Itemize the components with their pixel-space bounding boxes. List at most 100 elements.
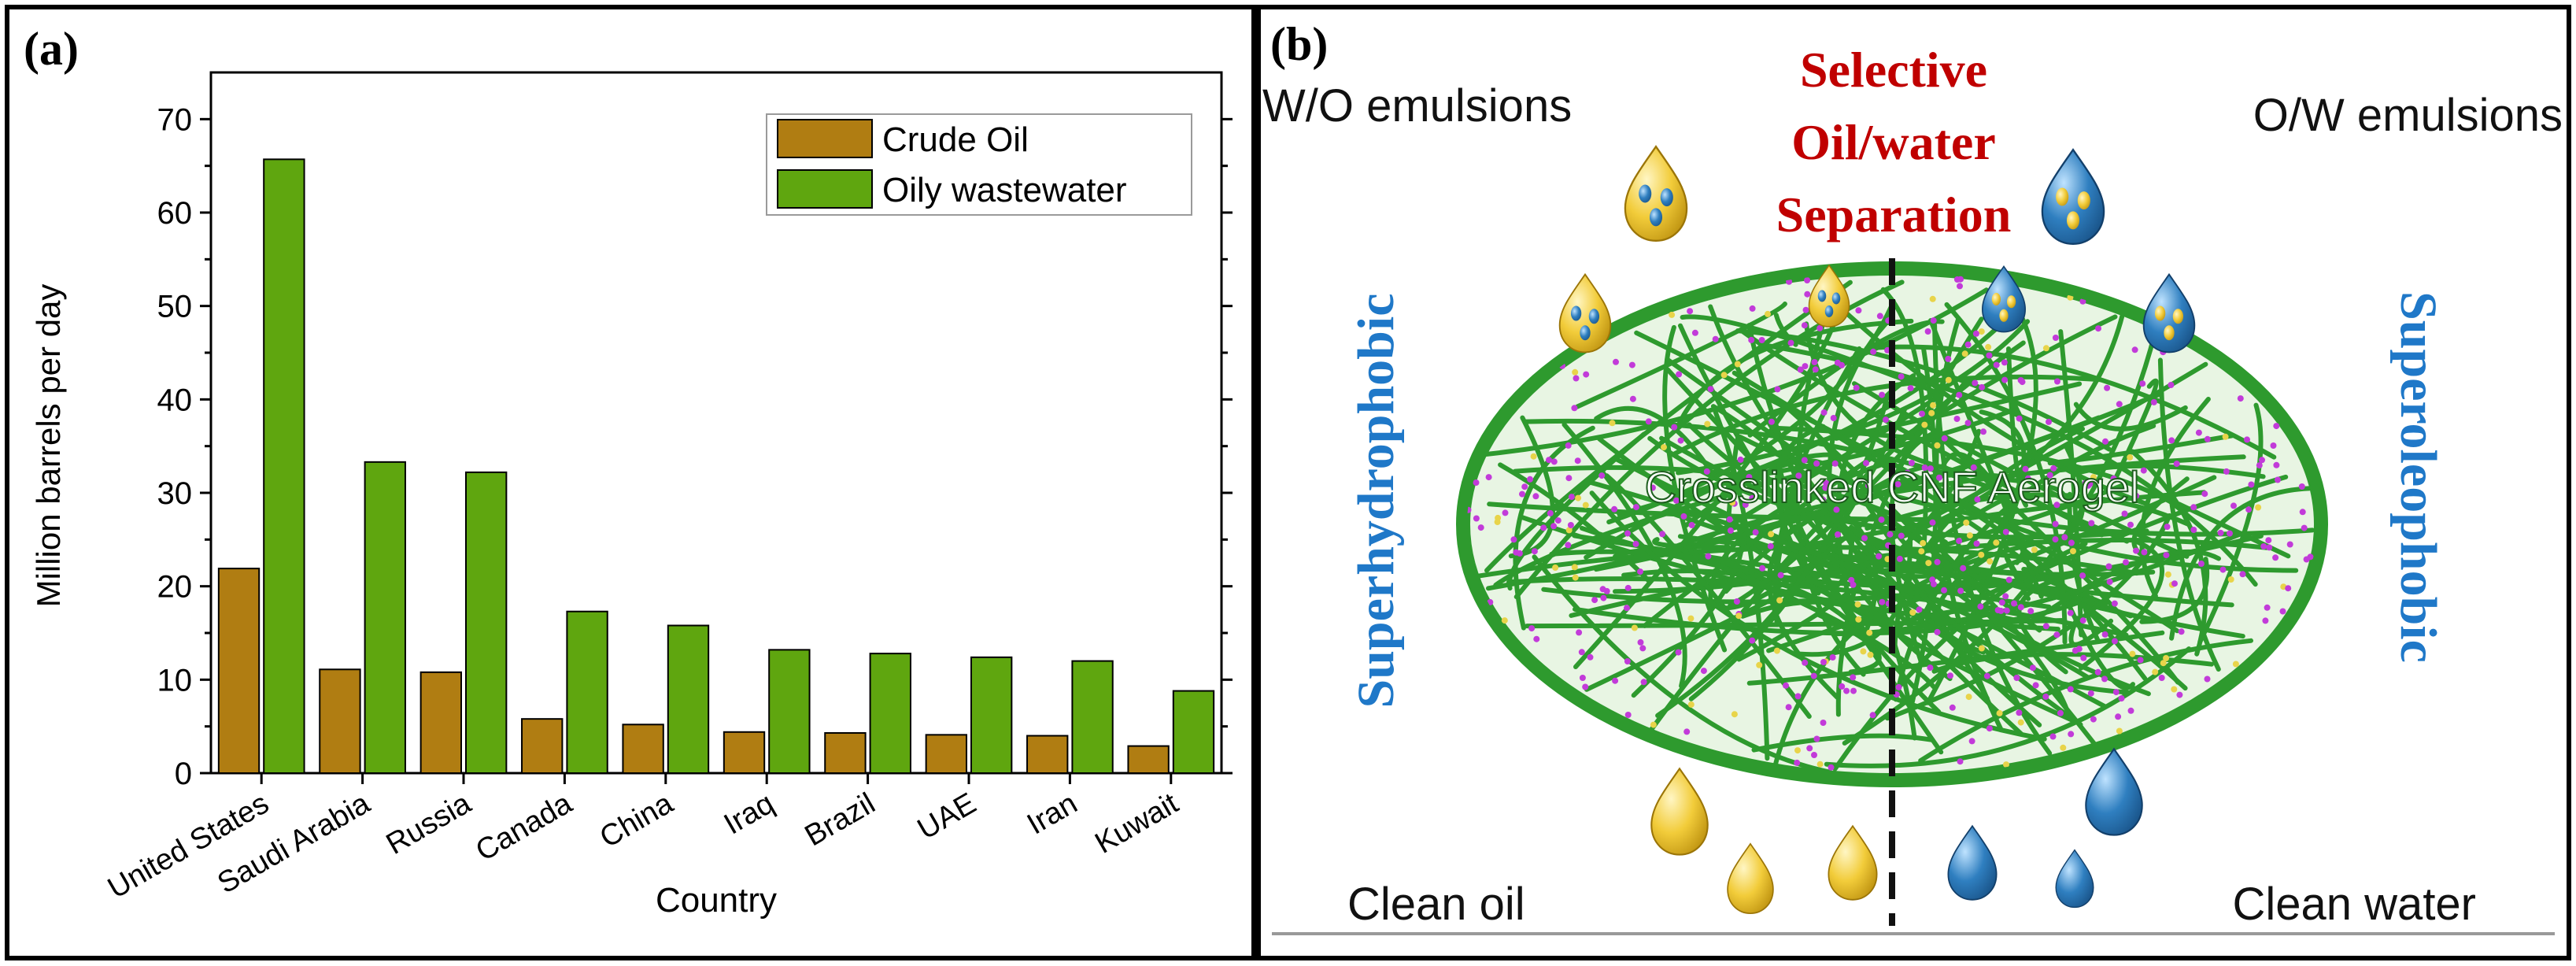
aerogel-fiber [1833, 381, 2083, 441]
aerogel-particle [1609, 420, 1616, 427]
aerogel-particle [1957, 587, 1964, 594]
aerogel-particle [1904, 469, 1911, 476]
aerogel-particle [2204, 435, 2211, 442]
y-tick-label: 30 [157, 476, 193, 511]
aerogel-particle [2079, 298, 2086, 305]
aerogel-particle [1993, 361, 2000, 368]
aerogel-particle [1996, 709, 2003, 716]
x-tick-label: Iran [1022, 786, 1083, 841]
aerogel-particle [2190, 527, 2197, 533]
aerogel-particle [1986, 352, 1993, 359]
aerogel-particle [1576, 629, 1583, 636]
x-tick-label: Kuwait [1090, 786, 1185, 861]
aerogel-particle [2016, 415, 2023, 422]
aerogel-particle [1879, 391, 1886, 398]
aerogel-particle [2005, 576, 2012, 583]
aerogel-particle [1850, 687, 1857, 694]
aerogel-particle [1896, 555, 1903, 562]
aerogel-particle [1817, 761, 1824, 768]
label-clean-oil: Clean oil [1347, 879, 1525, 930]
aerogel-fiber [1525, 618, 2068, 629]
aerogel-particle [1582, 683, 1589, 690]
aerogel-particle [1974, 496, 1981, 503]
aerogel-particle [2127, 521, 2134, 528]
aerogel-particle [2133, 492, 2140, 499]
aerogel-particle [2111, 600, 2118, 607]
drop-shape [2085, 747, 2143, 836]
aerogel-particle [1501, 617, 1508, 624]
aerogel-particle [2067, 609, 2074, 616]
aerogel-particle [2127, 453, 2134, 461]
aerogel-particle [2042, 623, 2049, 630]
aerogel-particle [1820, 659, 1827, 665]
aerogel-particle [1575, 494, 1582, 502]
aerogel-particle [1794, 693, 1802, 700]
aerogel-particle [1876, 313, 1883, 320]
aerogel-particle [1591, 597, 1598, 604]
aerogel-particle [1927, 664, 1934, 672]
aerogel-particle [1794, 747, 1801, 754]
aerogel-particle [1908, 460, 1915, 466]
aerogel-particle [1833, 506, 1840, 513]
aerogel-fiber [1864, 344, 2277, 460]
aerogel-particle [2031, 546, 2038, 553]
aerogel-particle [1972, 379, 1979, 387]
aerogel-particle [1624, 658, 1631, 664]
aerogel-particle [1749, 305, 1756, 312]
aerogel-particle [2256, 462, 2263, 469]
aerogel-particle [1477, 524, 1484, 531]
aerogel-particle [2105, 563, 2112, 570]
aerogel-particle [1820, 409, 1828, 416]
aerogel-fiber [1692, 553, 1936, 690]
aerogel-particle [1866, 629, 1873, 636]
aerogel-particle [2219, 566, 2227, 573]
aerogel-particle [1811, 359, 1818, 365]
chart-legend: Crude Oil Oily wastewater [766, 113, 1192, 216]
panel-a-frame [5, 5, 1256, 960]
inner-droplet [1999, 309, 2009, 322]
aerogel-particle [2137, 657, 2144, 664]
aerogel-particle [2003, 761, 2009, 768]
aerogel-fiber [1835, 531, 2245, 637]
aerogel-particle [2139, 380, 2146, 387]
x-tick-label: UAE [912, 786, 982, 846]
y-tick-label: 10 [157, 663, 193, 698]
aerogel-particle [1528, 625, 1536, 632]
aerogel-fiber [1885, 513, 2172, 721]
aerogel-particle [2164, 571, 2171, 578]
aerogel-particle [1949, 704, 1956, 711]
aerogel-particle [1797, 366, 1804, 373]
aerogel-particle [1957, 276, 1964, 283]
aerogel-particle [1519, 490, 1525, 498]
aerogel-particle [2190, 504, 2197, 511]
aerogel-fiber [1774, 424, 1826, 596]
aerogel-particle [2270, 442, 2277, 449]
aerogel-particle [1707, 386, 1714, 393]
label-superhydrophobic: Superhydrophobic [1347, 294, 1405, 709]
aerogel-particle [1720, 372, 1728, 379]
inner-droplet [2154, 305, 2166, 321]
aerogel-particle [1855, 307, 1862, 314]
aerogel-particle [1639, 645, 1646, 652]
aerogel-particle [1820, 496, 1827, 503]
aerogel-particle [2032, 682, 2039, 689]
drop-shape [1808, 264, 1850, 328]
aerogel-fiber [2169, 486, 2312, 641]
aerogel-particle [1869, 712, 1876, 719]
aerogel-particle [2171, 686, 2178, 693]
aerogel-particle [1956, 538, 1963, 545]
aerogel-fiber [1901, 311, 2126, 539]
aerogel-particle [2052, 520, 2059, 527]
aerogel-particle [1863, 460, 1869, 467]
aerogel-particle [1574, 457, 1581, 464]
aerogel-particle [2115, 713, 2122, 720]
aerogel-particle [2223, 468, 2230, 475]
aerogel-particle [1746, 474, 1753, 480]
aerogel-particle [2016, 709, 2023, 716]
aerogel-particle [1599, 586, 1606, 593]
plot-frame [209, 71, 1223, 775]
aerogel-particle [2273, 423, 2280, 430]
aerogel-particle [1804, 277, 1811, 283]
aerogel-particle [1960, 564, 1967, 572]
